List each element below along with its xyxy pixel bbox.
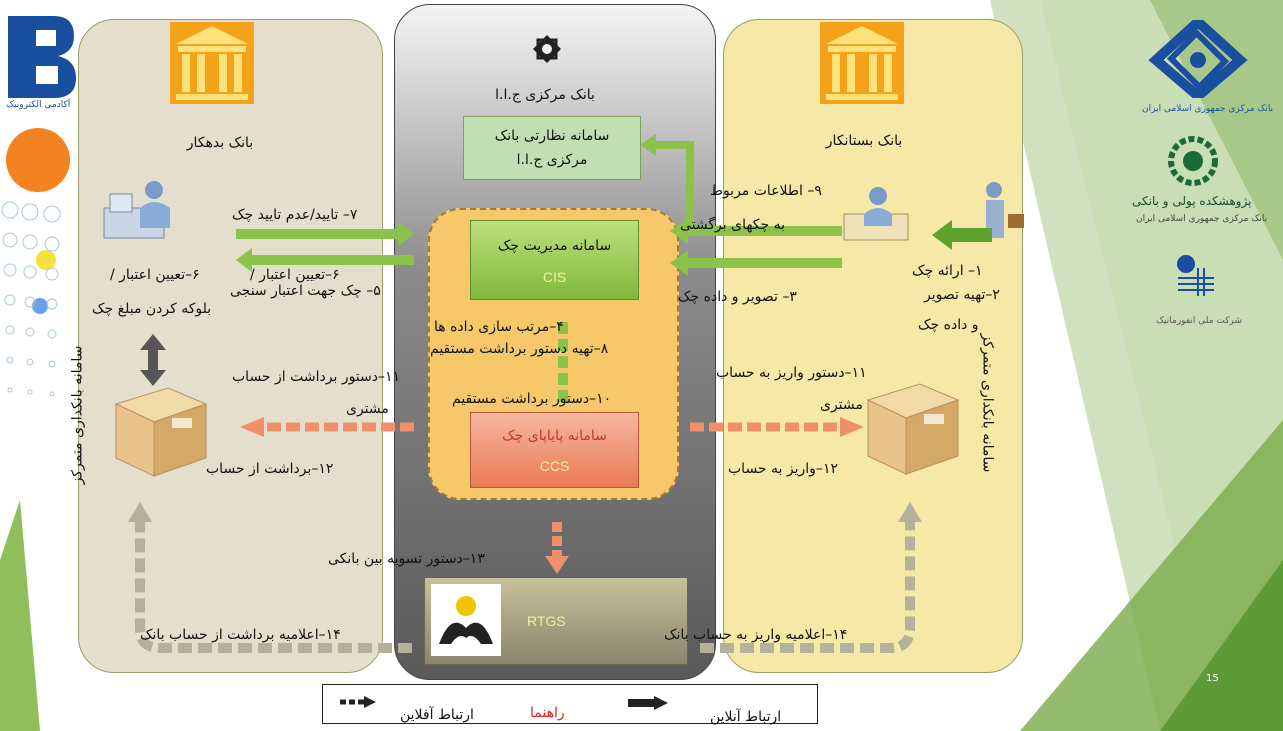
informatics-logo-icon — [1177, 255, 1214, 296]
bank-clerk-computer-icon — [843, 187, 909, 241]
central-bank-title: بانک مرکزی ج.ا.ا — [495, 87, 595, 103]
arrow-7-approval — [236, 222, 414, 246]
arrow-6-block — [140, 334, 166, 350]
arrow-14-right — [700, 520, 915, 653]
bank-building-icon — [170, 22, 254, 104]
informatics-logo-text: شرکت ملی انفورماتیک — [1156, 316, 1243, 326]
step-11-right-label-a: ۱۱–دستور واریز به حساب — [716, 365, 867, 381]
step-11-right-label-b: مشتری — [820, 397, 863, 413]
arrow-5-validation — [236, 248, 414, 272]
step-6b-label: بلوکه کردن مبلغ چک — [92, 301, 212, 317]
creditor-bank-title: بانک بستانکار — [825, 133, 903, 149]
step-9b-label: به چکهای برگشتی — [680, 217, 786, 233]
online-arrow-icon — [628, 696, 668, 710]
research-institute-logo-icon — [1168, 136, 1218, 186]
decorative-dots — [1, 128, 70, 397]
step-10-label: ۱۰–دستور برداشت مستقیم — [452, 391, 612, 407]
step-4-label: ۴–مرتب سازی داده ها — [434, 319, 564, 335]
legend-box — [322, 684, 818, 724]
arrow-1-present — [932, 220, 992, 250]
offline-arrow-icon — [340, 696, 376, 708]
legend-online-label: ارتباط آنلاین — [710, 709, 782, 725]
core-banking-label-right: سامانه بانکداری متمرکز — [979, 333, 996, 473]
central-bank-logo-icon — [1148, 20, 1248, 98]
page-number: 15 — [1206, 673, 1219, 684]
step-14-left-label: ۱۴–اعلامیه برداشت از حساب بانک — [140, 627, 341, 643]
step-3-label: ۳– تصویر و داده چک — [678, 289, 797, 305]
step-2b-label: و داده چک — [918, 317, 979, 333]
step-5-label: ۵– چک جهت اعتبار سنجی — [230, 283, 381, 299]
bank-building-icon — [820, 22, 904, 104]
rtgs-logo-icon — [431, 584, 501, 656]
research-institute-name: پژوهشکده پولی و بانکی — [1132, 194, 1252, 208]
step-12-left-label: ۱۲–برداشت از حساب — [206, 461, 334, 477]
rtgs-label: RTGS — [527, 613, 566, 629]
supervision-system-box: سامانه نظارتی بانک مرکزی ج.ا.ا — [463, 116, 641, 180]
ccs-code: CCS — [539, 458, 570, 474]
bank-clerk-computer-icon — [103, 181, 170, 239]
debtor-bank-panel — [78, 19, 383, 673]
step-9a-label: ۹– اطلاعات مربوط — [710, 183, 822, 199]
arrow-9-to-supervision — [650, 141, 694, 232]
debtor-bank-title: بانک بدهکار — [186, 135, 254, 151]
supervision-system-label: سامانه نظارتی بانک مرکزی ج.ا.ا — [494, 128, 610, 168]
brand-logo-icon — [8, 16, 76, 98]
research-institute-sub: بانک مرکزی جمهوری اسلامی ایران — [1136, 214, 1268, 224]
cis-code: CIS — [542, 269, 567, 285]
arrow-14-left — [135, 520, 412, 653]
step-6a-label: ۶–تعیین اعتبار / — [250, 267, 340, 283]
step-6a-label-2: ۶–تعیین اعتبار / — [110, 267, 200, 283]
legend-guide-label: راهنما — [530, 705, 565, 721]
step-11-left-label-b: مشتری — [346, 401, 389, 417]
arrow-9-returned — [670, 218, 842, 244]
core-banking-box-icon — [114, 387, 208, 477]
cis-box: سامانه مدیریت چک CIS — [470, 220, 639, 300]
cis-name: سامانه مدیریت چک — [497, 238, 612, 254]
central-bank-emblem-icon — [533, 35, 561, 63]
ccs-name: سامانه پایاپای چک — [502, 428, 607, 444]
step-14-right-label: ۱۴–اعلامیه واریز به حساب بانک — [664, 627, 848, 643]
step-2a-label: ۲–تهیه تصویر — [924, 287, 1000, 303]
step-12-right-label: ۱۲–واریز به حساب — [728, 461, 838, 477]
left-brand-text: آکادمی الکترونیک — [6, 100, 71, 110]
step-8-label: ۸–تهیه دستور برداشت مستقیم — [430, 341, 609, 357]
legend-offline-label: ارتباط آفلاین — [400, 707, 474, 723]
step-13-label: ۱۳–دستور تسویه بین بانکی — [328, 551, 485, 567]
creditor-bank-panel — [723, 19, 1023, 673]
step-7-label: ۷– تایید/عدم تایید چک — [232, 207, 358, 223]
core-banking-box-icon — [866, 383, 960, 475]
ccs-box: سامانه پایاپای چک CCS — [470, 412, 639, 488]
step-1-label: ۱– ارائه چک — [912, 263, 983, 279]
arrow-3-image — [670, 250, 842, 276]
step-11-left-label-a: ۱۱–دستور برداشت از حساب — [232, 369, 401, 385]
central-bank-logo-text: بانک مرکزی جمهوری اسلامی ایران — [1142, 104, 1274, 114]
